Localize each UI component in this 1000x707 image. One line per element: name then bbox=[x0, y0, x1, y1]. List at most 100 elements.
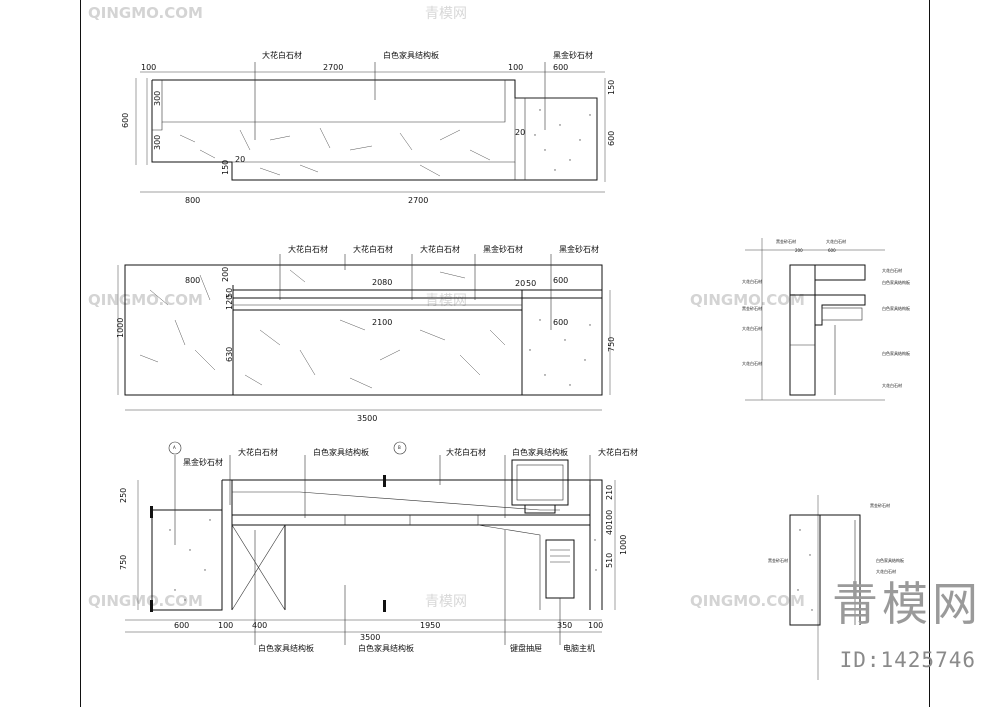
callout-board: 白色家具结构板 bbox=[358, 643, 414, 653]
section-label: 黑金砂石材 bbox=[768, 557, 788, 563]
dim-label: 20 bbox=[515, 279, 525, 288]
section-label: 大花白石材 bbox=[826, 238, 846, 244]
keyboard-tray bbox=[477, 524, 541, 610]
monitor-stand bbox=[524, 504, 556, 514]
dim-label: 1000 bbox=[619, 535, 628, 555]
section-marker-b-label: B bbox=[398, 445, 401, 450]
dim-label: 100 bbox=[605, 510, 614, 525]
post-marker bbox=[383, 475, 386, 487]
dim-label: 630 bbox=[225, 347, 234, 362]
callout-pc: 电脑主机 bbox=[563, 643, 595, 653]
granite-pattern bbox=[169, 519, 597, 601]
callout-keyboard: 键盘抽屉 bbox=[510, 643, 542, 653]
dim-label: 100 bbox=[508, 63, 523, 72]
cabinet-diagonal bbox=[231, 524, 286, 611]
section-marker-a bbox=[168, 441, 182, 455]
section-label: 大花白石材 bbox=[882, 267, 902, 273]
desk-slope bbox=[232, 491, 560, 511]
dim-label: 2700 bbox=[408, 196, 428, 205]
section-ledge bbox=[790, 294, 866, 326]
callout-granite: 黑金砂石材 bbox=[559, 244, 599, 254]
post-marker bbox=[150, 600, 153, 612]
callout-marble: 大花白石材 bbox=[446, 447, 486, 457]
dim-label: 350 bbox=[557, 621, 572, 630]
callout-granite: 黑金砂石材 bbox=[553, 50, 593, 60]
back-elevation: A B 250 750 210 100 40 510 1000 600 100 … bbox=[119, 441, 638, 653]
dim-label: 600 bbox=[553, 276, 568, 285]
dim-label: 210 bbox=[605, 485, 614, 500]
watermark-text: 青模网 bbox=[425, 6, 467, 22]
dim-label: 3500 bbox=[360, 633, 380, 642]
front-outline bbox=[124, 264, 603, 396]
post-marker bbox=[150, 506, 153, 518]
watermark-text: 青模网 bbox=[425, 594, 467, 610]
dim-label: 150 bbox=[221, 160, 230, 175]
watermark-text: 青模网 bbox=[425, 293, 467, 309]
section-marker-b bbox=[393, 441, 407, 455]
dim-label: 2100 bbox=[372, 318, 392, 327]
section-label: 大花白石材 bbox=[742, 278, 762, 284]
section-b-top bbox=[820, 514, 861, 625]
image-id: ID:1425746 bbox=[839, 648, 976, 672]
dim-label: 750 bbox=[119, 555, 128, 570]
callout-marble: 大花白石材 bbox=[353, 244, 393, 254]
dim-label: 300 bbox=[153, 91, 162, 106]
callout-marble: 大花白石材 bbox=[288, 244, 328, 254]
dim-label: 100 bbox=[141, 63, 156, 72]
dim-label: 40 bbox=[605, 525, 614, 535]
dim-label: 800 bbox=[185, 196, 200, 205]
dim-label: 3500 bbox=[357, 414, 377, 423]
section-column bbox=[789, 264, 816, 396]
dim-label: 1000 bbox=[116, 318, 125, 338]
dim-label: 250 bbox=[119, 488, 128, 503]
callout-board: 白色家具结构板 bbox=[313, 447, 369, 457]
plan-view: 100 2700 100 600 800 2700 600 300 300 15… bbox=[121, 50, 616, 205]
watermark-text: QINGMO.COM bbox=[690, 291, 805, 309]
plan-board-line bbox=[161, 80, 506, 123]
dim-label: 2700 bbox=[323, 63, 343, 72]
section-label: 大花白石材 bbox=[742, 360, 762, 366]
section-b: 黑金砂石材 黑金砂石材 白色家具结构板 大花白石材 bbox=[768, 495, 904, 680]
dim-label: 100 bbox=[218, 621, 233, 630]
dim-label: 2080 bbox=[372, 278, 392, 287]
section-top bbox=[814, 264, 866, 281]
dim-label: 600 bbox=[828, 248, 836, 253]
watermark-text: QINGMO.COM bbox=[88, 291, 203, 309]
callout-board: 白色家具结构板 bbox=[258, 643, 314, 653]
dim-label: 600 bbox=[553, 318, 568, 327]
section-label: 大花白石材 bbox=[882, 382, 902, 388]
marble-pattern bbox=[179, 127, 491, 177]
section-label: 黑金砂石材 bbox=[742, 305, 762, 311]
section-label: 白色家具结构板 bbox=[882, 279, 910, 285]
watermarks: QINGMO.COM 青模网 QINGMO.COM 青模网 QINGMO.COM… bbox=[88, 4, 805, 610]
granite-pattern bbox=[529, 319, 591, 386]
section-label: 大花白石材 bbox=[742, 325, 762, 331]
dim-label: 20 bbox=[515, 128, 525, 137]
monitor-icon bbox=[511, 459, 569, 506]
dim-label: 20 bbox=[235, 155, 245, 164]
section-label: 白色家具结构板 bbox=[876, 557, 904, 563]
brand-logo: 青模网 bbox=[832, 577, 982, 631]
pc-tower-icon bbox=[545, 539, 575, 599]
watermark-text: QINGMO.COM bbox=[88, 592, 203, 610]
plan-inner bbox=[152, 122, 163, 131]
dim-label: 600 bbox=[553, 63, 568, 72]
marble-pattern bbox=[139, 269, 506, 389]
dim-label: 200 bbox=[221, 267, 230, 282]
dim-label: 120 bbox=[225, 295, 234, 310]
plan-outline bbox=[151, 79, 598, 181]
dim-label: 1950 bbox=[420, 621, 440, 630]
dim-label: 50 bbox=[526, 279, 536, 288]
section-b-column bbox=[789, 514, 821, 626]
dim-label: 400 bbox=[252, 621, 267, 630]
dim-label: 600 bbox=[121, 113, 130, 128]
dim-label: 300 bbox=[153, 135, 162, 150]
callout-marble: 大花白石材 bbox=[238, 447, 278, 457]
plan-inner-marble bbox=[232, 98, 516, 163]
section-label: 大花白石材 bbox=[876, 568, 896, 574]
dim-label: 100 bbox=[588, 621, 603, 630]
callout-board: 白色家具结构板 bbox=[512, 447, 568, 457]
dim-label: 50 bbox=[225, 288, 234, 298]
